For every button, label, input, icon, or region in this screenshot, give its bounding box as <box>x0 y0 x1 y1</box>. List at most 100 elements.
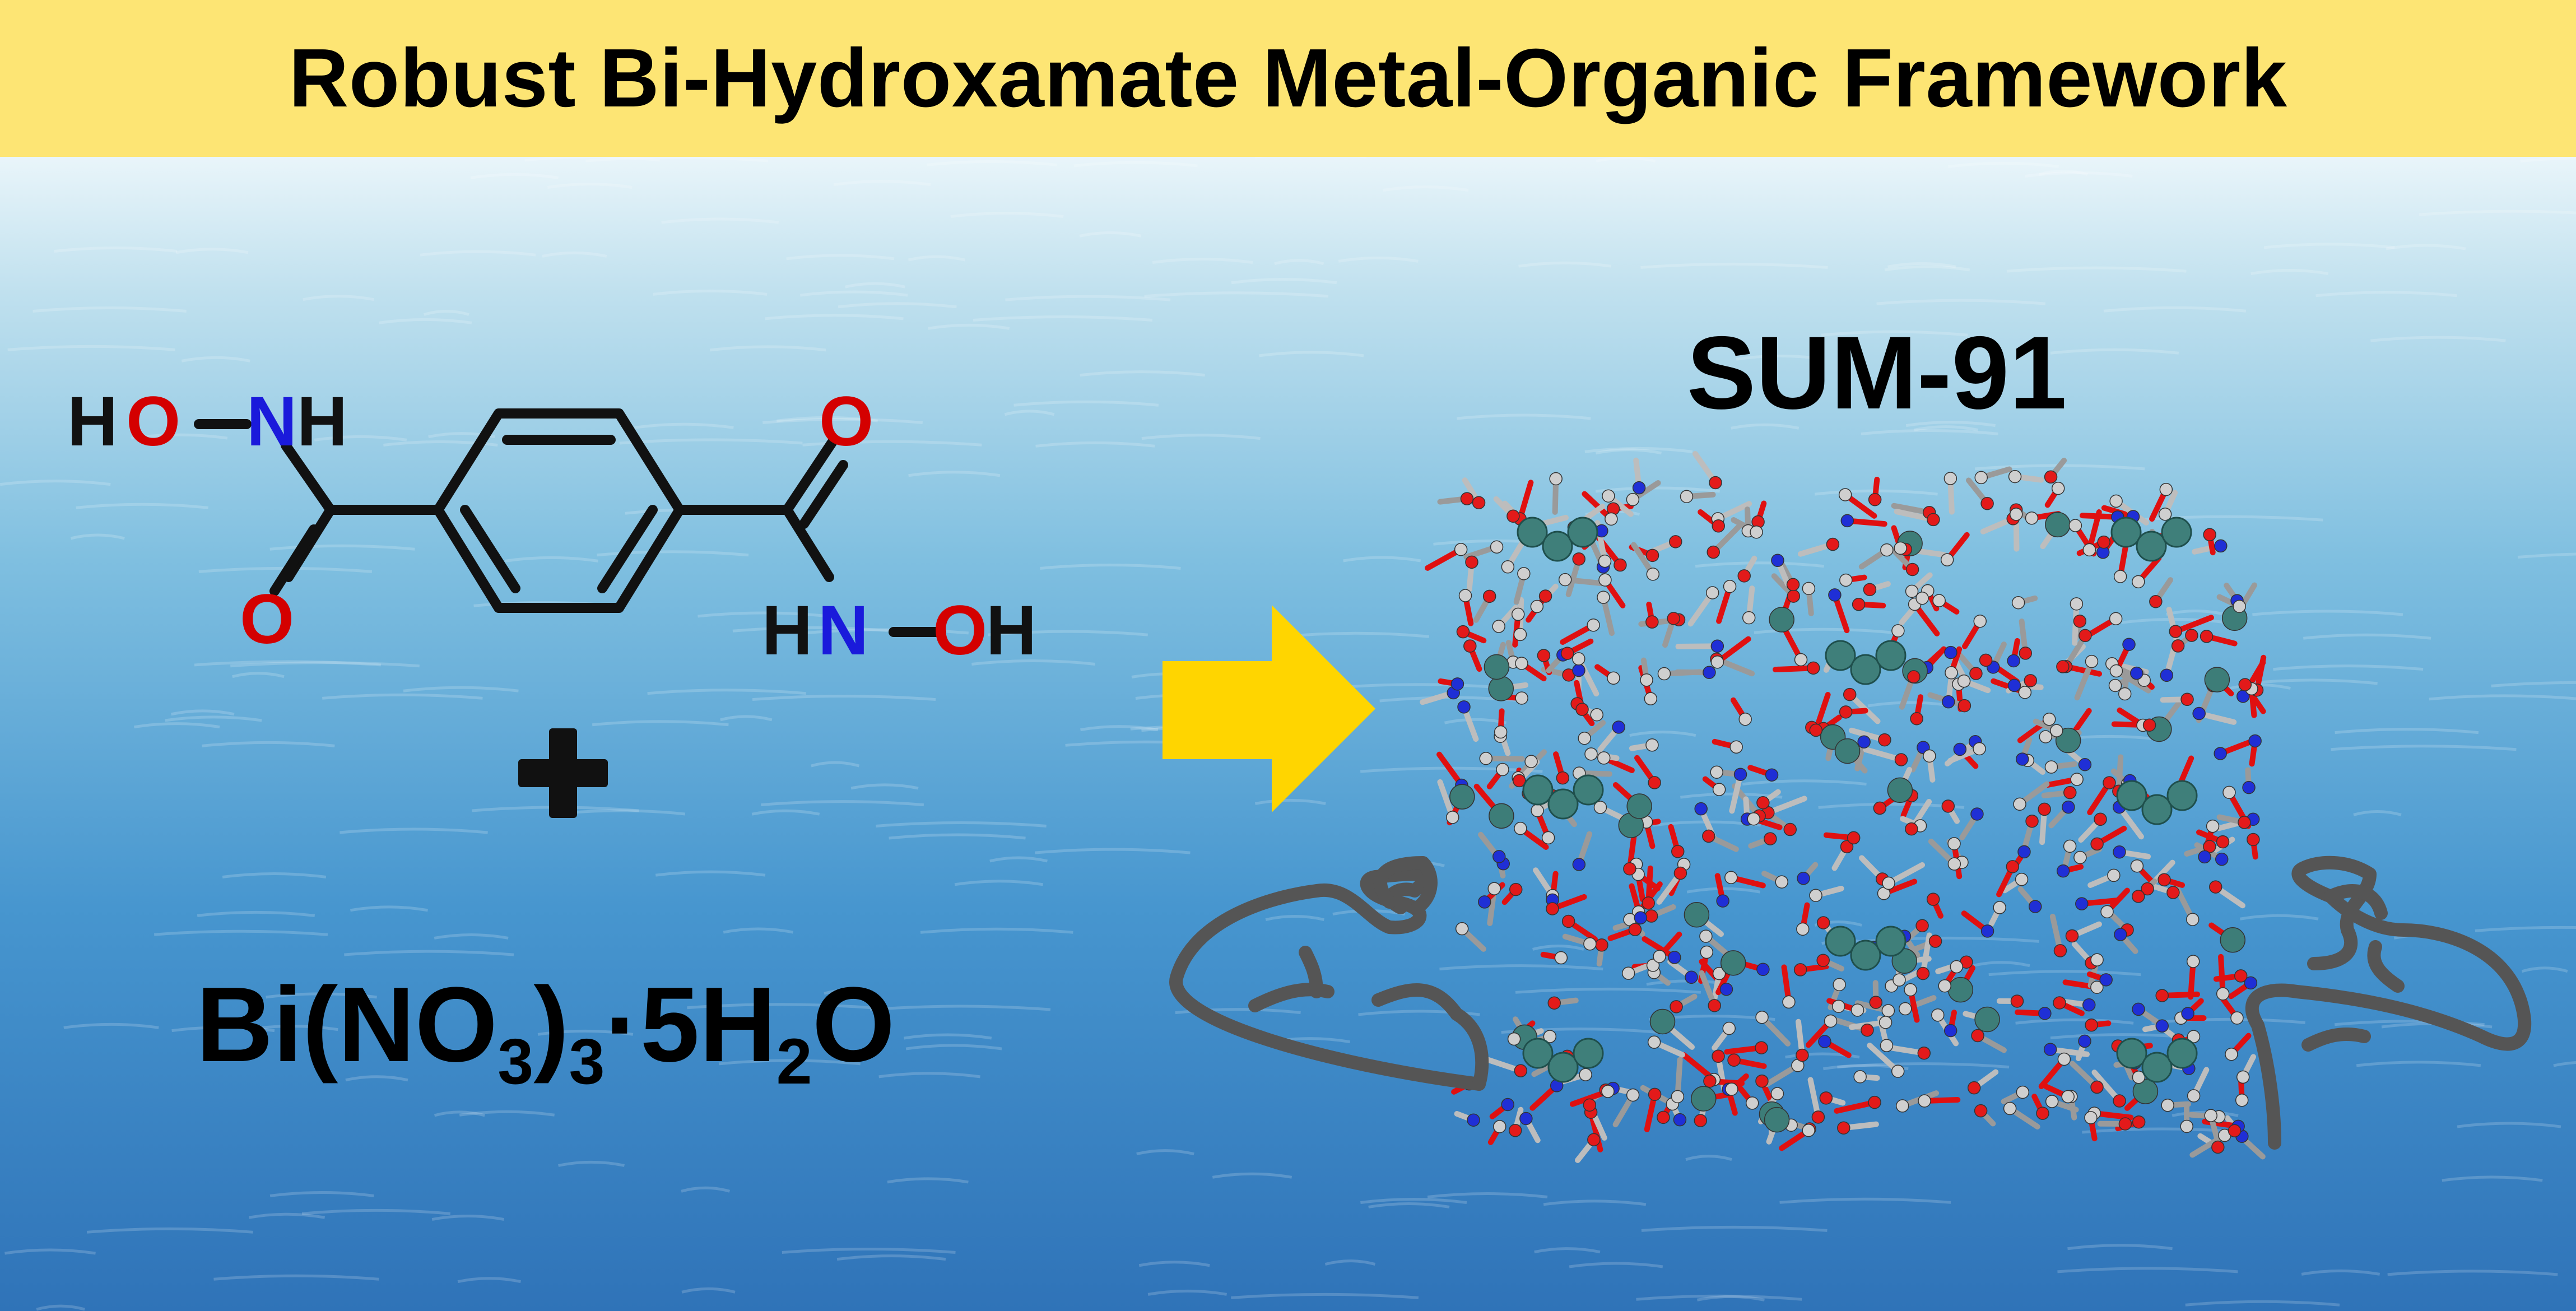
mof-atom <box>2230 1011 2244 1025</box>
water-ripple <box>2517 552 2576 559</box>
mof-atom <box>1783 822 1797 836</box>
bismuth-atom <box>1875 926 1907 957</box>
mof-atom <box>2006 860 2020 873</box>
mof-atom <box>1809 723 1823 737</box>
mof-atom <box>1834 738 1861 764</box>
mof-atom <box>2078 758 2092 771</box>
title-banner: Robust Bi-Hydroxamate Metal-Organic Fram… <box>0 0 2576 157</box>
bismuth-atom <box>2136 531 2167 562</box>
mof-atom <box>1460 492 1474 505</box>
water-ripple <box>344 950 514 956</box>
water-ripple <box>1640 262 1828 269</box>
mof-atom <box>1938 979 1951 993</box>
mof-atom <box>2053 996 2066 1010</box>
water-ripple <box>661 217 779 224</box>
mof-atom <box>2108 678 2122 692</box>
water-ripple <box>920 927 1073 934</box>
water-ripple <box>1884 265 1970 272</box>
water-ripple <box>1534 1247 1601 1254</box>
water-ripple <box>1005 295 1171 301</box>
water-ripple <box>434 1110 485 1117</box>
mof-atom <box>1546 902 1559 915</box>
mof-atom <box>1797 872 1810 885</box>
reaction-arrow-icon <box>1163 605 1375 812</box>
water-ripple <box>1004 410 1055 416</box>
water-ripple <box>1144 291 1329 298</box>
mof-atom <box>2024 674 2038 687</box>
mof-atom <box>1458 589 1472 602</box>
water-ripple <box>2315 291 2457 297</box>
bismuth-nitrate-formula: Bi(NO3)3·5H2O <box>196 964 980 1098</box>
water-ripple <box>1636 1294 1802 1301</box>
water-ripple <box>1686 887 1761 894</box>
mof-atom <box>1537 649 1551 662</box>
mof-atom <box>1490 540 1504 554</box>
water-ripple <box>908 471 1001 477</box>
water-ripple <box>1427 1192 1548 1199</box>
water-ripple <box>459 1110 555 1117</box>
mof-atom <box>1501 1098 1514 1112</box>
mof-atom <box>1694 1114 1708 1127</box>
mof-atom <box>1745 1096 1759 1110</box>
formula-sub-1: 3 <box>497 1026 534 1098</box>
water-ripple <box>2263 243 2395 249</box>
water-ripple <box>723 927 794 934</box>
mof-atom <box>1614 558 1627 572</box>
water-ripple <box>1040 563 1181 570</box>
mof-atom <box>1926 892 1940 906</box>
mof-atom <box>1881 1004 1895 1017</box>
water-ripple <box>2442 1175 2543 1182</box>
mof-atom <box>2011 596 2025 610</box>
water-ripple <box>927 160 1057 166</box>
water-ripple <box>1696 1295 1765 1301</box>
mof-atom <box>1719 983 1733 996</box>
mof-atom <box>2216 835 2230 849</box>
mof-atom <box>1598 573 1612 587</box>
mof-atom <box>2206 819 2220 833</box>
water-ripple <box>202 741 335 747</box>
mof-atom <box>1667 612 1680 625</box>
mof-atom <box>1710 639 1724 653</box>
mof-atom <box>1943 472 1957 485</box>
mof-atom <box>1531 804 1544 817</box>
mof-atom <box>1634 911 1648 924</box>
mof-atom <box>2132 1070 2146 1084</box>
mof-atom <box>1645 738 1659 752</box>
bismuth-atom <box>1573 1038 1604 1069</box>
mof-atom <box>2200 630 2214 643</box>
mof-atom <box>1847 831 1861 845</box>
bismuth-atom <box>1567 517 1598 548</box>
mof-atom <box>1947 857 1961 871</box>
mof-atom <box>1587 1133 1601 1147</box>
water-ripple <box>850 783 919 790</box>
mof-atom <box>1974 471 1988 485</box>
mof-atom <box>2063 785 2077 799</box>
mof-atom <box>2244 976 2258 990</box>
water-ripple <box>1231 1293 1419 1299</box>
water-ripple <box>1034 848 1191 854</box>
mof-atom <box>2132 1078 2159 1104</box>
mof-atom <box>2090 1080 2104 1094</box>
water-ripple <box>2050 348 2179 355</box>
atom-n-right: N <box>818 592 868 670</box>
mof-atom <box>1646 959 1660 972</box>
mof-atom <box>1628 923 1642 936</box>
water-ripple <box>585 157 769 162</box>
water-ripple <box>1837 1062 2010 1069</box>
mof-atom <box>1479 751 1493 765</box>
mof-atom <box>1642 896 1656 910</box>
mof-atom <box>2097 535 2110 549</box>
mof-atom <box>1524 755 1538 768</box>
mof-atom <box>1572 552 1585 566</box>
mof-atom <box>1957 699 1971 713</box>
water-ripple <box>811 761 860 768</box>
mof-atom <box>1649 1008 1676 1035</box>
bismuth-atom <box>1522 1038 1554 1069</box>
mof-atom <box>2180 1119 2193 1133</box>
mof-atom <box>1519 1112 1533 1126</box>
mof-atom <box>1623 862 1636 876</box>
mof-atom <box>1699 929 1713 943</box>
mof-atom <box>1756 796 1770 810</box>
mof-atom <box>1705 586 1719 599</box>
bismuth-atom <box>2110 517 2142 548</box>
